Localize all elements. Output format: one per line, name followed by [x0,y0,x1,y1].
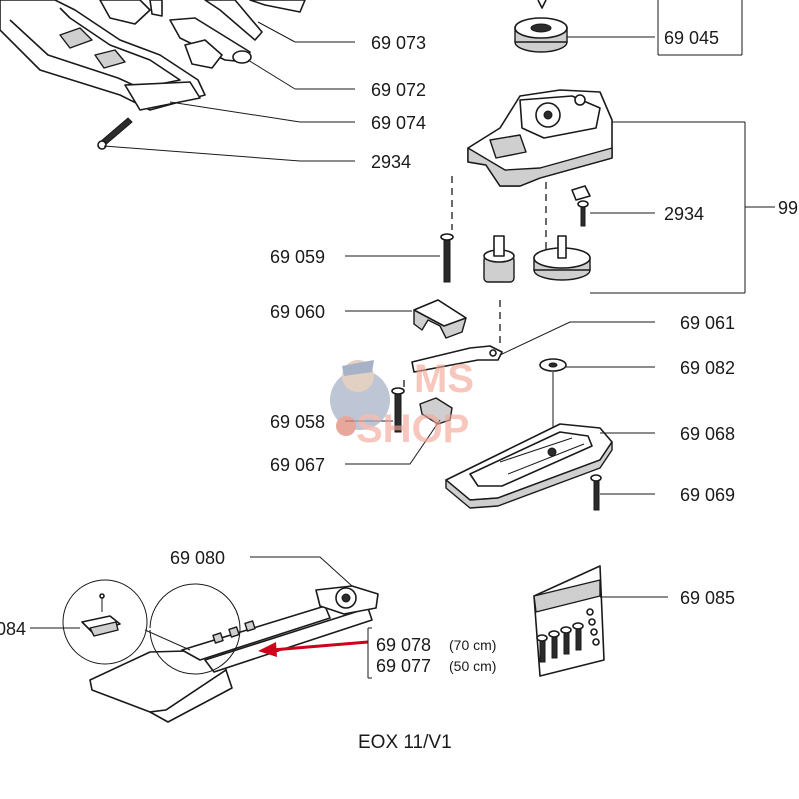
leader-2934a [103,145,301,162]
label-69067: 69 067 [270,455,325,475]
screw-2934-drawing [577,200,589,227]
label-69060: 69 060 [270,302,325,322]
label-69077-note: (50 cm) [449,658,496,674]
leader-69072 [247,59,296,90]
label-084: 084 [0,619,26,639]
label-2934a: 2934 [371,152,411,172]
label-69069: 69 069 [680,485,735,505]
model-title: EOX 11/V1 [358,732,452,753]
handle-assembly-drawing [0,0,306,150]
screw-69058-drawing [391,387,405,433]
label-69085: 69 085 [680,588,735,608]
leader-69074 [169,101,301,123]
label-69072: 69 072 [371,80,426,100]
sole-plate-69068-drawing [445,423,613,509]
label-69078-note: (70 cm) [449,637,496,653]
clip-69060-drawing [413,299,467,339]
screw-69069-drawing [590,474,602,511]
screw-set-69085-drawing [533,565,605,677]
label-69080: 69 080 [170,548,225,568]
label-69045: 69 045 [664,28,719,48]
label-69082: 69 082 [680,358,735,378]
leader-69080 [250,556,353,587]
watermark-logo: MS SHOP [330,357,474,451]
label-69061: 69 061 [680,313,735,333]
detail-circle-084 [62,579,241,675]
plate-69061-drawing [411,345,503,373]
gears-drawing [483,235,591,283]
label-69059: 69 059 [270,247,325,267]
label-69068: 69 068 [680,424,735,444]
label-69074: 69 074 [371,113,426,133]
leader-69067 [345,419,441,465]
label-69058: 69 058 [270,412,325,432]
label-69078: 69 078 [376,635,431,655]
label-99: 99 [778,198,798,218]
clip-69067-drawing [419,397,453,425]
washer-69082-drawing [539,358,567,372]
cutter-blade-drawing [89,585,379,723]
label-69077: 69 077 [376,656,431,676]
label-2934b: 2934 [664,204,704,224]
label-69073: 69 073 [371,33,426,53]
red-arrow [258,640,369,657]
watermark-line2: SHOP [356,407,469,451]
screw-69059-drawing [440,233,454,283]
gear-69045-drawing [514,0,743,56]
watermark-line1: MS [414,357,474,401]
leader-69073 [257,21,296,43]
gearbox-housing-drawing [467,89,613,201]
leader-69061 [499,321,655,356]
